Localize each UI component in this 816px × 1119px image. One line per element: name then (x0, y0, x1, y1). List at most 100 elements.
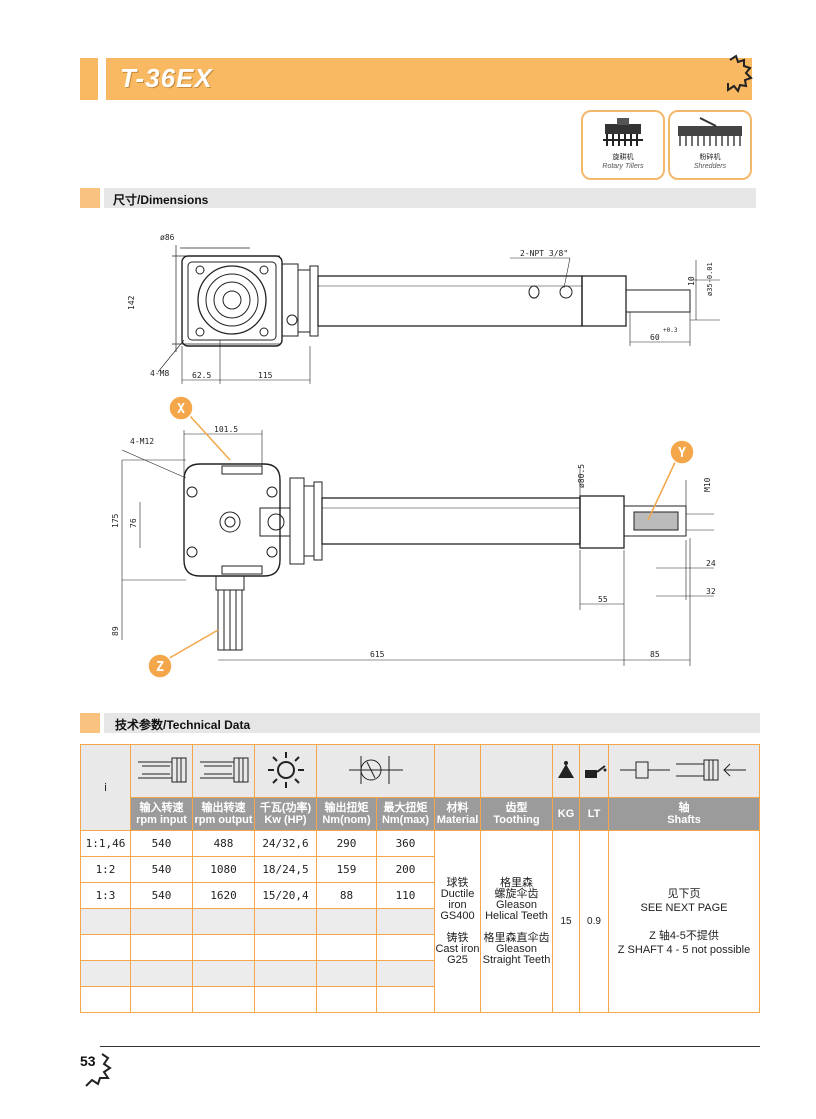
badge-cn: 旋耕机 (612, 154, 634, 161)
svg-text:X: X (177, 402, 185, 417)
section-bar (104, 713, 760, 733)
table-cell: 360 (376, 830, 435, 857)
table-cell: 540 (130, 830, 193, 857)
table-cell (130, 908, 193, 935)
shredder-icon (678, 117, 742, 146)
table-cell (130, 934, 193, 961)
table-cell: 1:1,46 (80, 830, 131, 857)
dim-h-total: 175 (111, 513, 120, 528)
badge-en: Shredders (693, 163, 727, 170)
page-title: T-36EX (120, 63, 213, 93)
torque-icon (316, 744, 435, 798)
title-accent (80, 58, 98, 100)
dim-85: 85 (650, 650, 660, 659)
kg-cell: 15 (552, 830, 580, 1013)
shafts-icon (608, 744, 760, 798)
dim-tube-dia: ø80.5 (577, 464, 586, 488)
table-cell: 540 (130, 882, 193, 909)
label-x: X (168, 395, 194, 421)
table-cell (254, 960, 317, 987)
badge-shredders: 粉碎机 Shredders (668, 110, 752, 180)
table-cell: 110 (376, 882, 435, 909)
badge-cn: 粉碎机 (699, 154, 721, 161)
output-shaft-icon (192, 744, 255, 798)
table-cell: 1:3 (80, 882, 131, 909)
rotary-tiller-icon (603, 118, 643, 146)
title-bar (106, 58, 752, 100)
dim-h-inner: 76 (129, 518, 138, 528)
dim-89: 89 (111, 626, 120, 636)
table-cell (192, 960, 255, 987)
table-cell (130, 986, 193, 1013)
footer-rule (100, 1046, 760, 1047)
table-cell (254, 908, 317, 935)
table-cell (254, 986, 317, 1013)
table-cell (192, 934, 255, 961)
table-cell (376, 960, 435, 987)
table-cell (376, 986, 435, 1013)
dim-55: 55 (598, 595, 608, 604)
table-cell: 1080 (192, 856, 255, 883)
header-lt: LT (579, 797, 609, 831)
badge-en: Rotary Tillers (602, 163, 644, 170)
dim-length: 615 (370, 650, 385, 659)
technical-drawing: ø86 142 4-M8 62.5 115 2-NPT 3/8" 10 ø35-… (111, 233, 720, 679)
dim-thread: M10 (703, 477, 712, 492)
lt-cell: 0.9 (579, 830, 609, 1013)
table-cell: 15/20,4 (254, 882, 317, 909)
table-cell (80, 934, 131, 961)
dim-24: 24 (706, 559, 716, 568)
table-cell (316, 934, 377, 961)
badge-rotary-tillers: 旋耕机 Rotary Tillers (581, 110, 665, 180)
header-power: 千瓦(功率)Kw (HP) (254, 797, 317, 831)
oil-can-icon (579, 744, 609, 798)
dim-shaft-dia: ø35-0.01 (706, 262, 714, 296)
label-y: Y (669, 439, 695, 465)
toothing-icon-cell (480, 744, 553, 798)
dim-shaft-tol: +0.3 (663, 327, 678, 334)
gear-icon (85, 1053, 112, 1087)
table-cell (80, 908, 131, 935)
dim-shaft-len: 60 (650, 333, 660, 342)
table-cell: 159 (316, 856, 377, 883)
table-cell (316, 960, 377, 987)
table-cell: 18/24,5 (254, 856, 317, 883)
table-cell (316, 908, 377, 935)
table-cell: 290 (316, 830, 377, 857)
dim-height: 142 (127, 295, 136, 310)
table-cell: 200 (376, 856, 435, 883)
dim-w2: 115 (258, 371, 273, 380)
table-cell: 88 (316, 882, 377, 909)
dim-bolts-m8: 4-M8 (150, 369, 169, 378)
table-cell: 540 (130, 856, 193, 883)
dim-32: 32 (706, 587, 716, 596)
svg-text:Z: Z (156, 660, 164, 675)
header-kg: KG (552, 797, 580, 831)
table-cell: 1:2 (80, 856, 131, 883)
section-accent (80, 713, 100, 733)
svg-text:Y: Y (678, 446, 686, 461)
dim-key: 10 (687, 276, 696, 286)
section-bar (104, 188, 756, 208)
dim-width: 101.5 (214, 425, 238, 434)
material-icon-cell (434, 744, 481, 798)
dim-bolts-m12: 4-M12 (130, 437, 154, 446)
page-number: 53 (80, 1053, 96, 1069)
table-cell: 24/32,6 (254, 830, 317, 857)
section-accent (80, 188, 100, 208)
gear-icon (727, 54, 753, 94)
table-cell (376, 908, 435, 935)
table-cell (254, 934, 317, 961)
table-cell (376, 934, 435, 961)
table-cell (192, 908, 255, 935)
table-cell: 488 (192, 830, 255, 857)
dim-hub-dia: ø86 (160, 233, 175, 242)
